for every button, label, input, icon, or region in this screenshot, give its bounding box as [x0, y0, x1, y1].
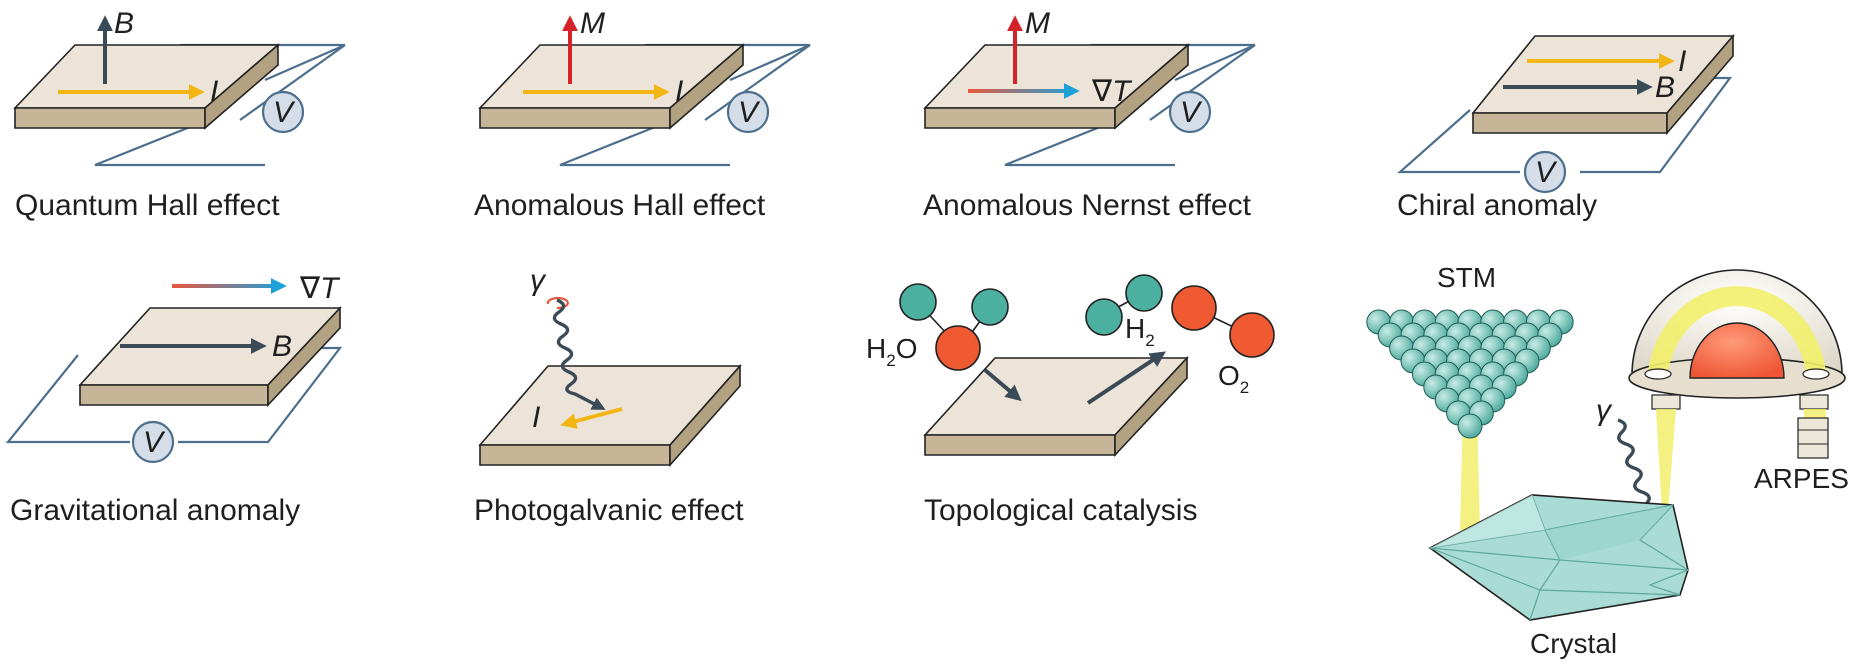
panel-anomalous-nernst: ∇T M V Anomalous Nernst effect — [923, 7, 1256, 222]
slab — [478, 43, 746, 130]
hydrogen-atom — [1125, 274, 1163, 312]
voltmeter-symbol: V — [1535, 156, 1558, 189]
arpes-label: ARPES — [1754, 463, 1849, 494]
field-symbol: B — [1655, 71, 1675, 104]
reactant-arrow — [983, 368, 1022, 402]
caption-gravitational-anomaly: Gravitational anomaly — [10, 494, 300, 527]
voltmeter — [131, 420, 175, 464]
current-symbol: I — [675, 75, 683, 108]
stm-label: STM — [1437, 262, 1496, 293]
photon-wave — [1617, 418, 1659, 532]
oxygen-atom — [1171, 285, 1217, 331]
photon-symbol: γ — [530, 264, 547, 297]
voltmeter — [1523, 150, 1567, 194]
hydrogen-label: H2 — [1125, 313, 1155, 350]
panel-photogalvanic: γ I Photogalvanic effect — [474, 264, 744, 527]
panel-quantum-hall: I B V Quantum Hall effect — [13, 7, 346, 222]
voltmeter-symbol: V — [1180, 96, 1203, 129]
voltmeter — [726, 90, 770, 134]
caption-anomalous-hall: Anomalous Hall effect — [474, 189, 766, 222]
stm-beam — [1460, 410, 1480, 530]
voltmeter — [1168, 90, 1212, 134]
stm-atom — [1457, 413, 1483, 439]
caption-chiral-anomaly: Chiral anomaly — [1397, 189, 1597, 222]
water-label: H2O — [866, 333, 917, 370]
panel-topological-catalysis: H2O H2 O2 Topological catalysis — [866, 274, 1275, 527]
field-symbol: B — [272, 330, 292, 363]
field-symbol: B — [114, 7, 134, 40]
oxygen-atom — [935, 325, 981, 371]
current-arrow — [560, 407, 623, 429]
caption-photogalvanic: Photogalvanic effect — [474, 494, 744, 527]
oxygen-molecule — [1171, 285, 1275, 358]
arpes-analyzer — [1628, 269, 1846, 512]
slab — [923, 355, 1189, 458]
slab — [13, 43, 281, 130]
product-arrow — [1086, 351, 1167, 405]
slab — [478, 363, 742, 468]
stm-tip — [1366, 309, 1574, 439]
hydrogen-atom — [899, 283, 937, 321]
panel-chiral-anomaly: I B V Chiral anomaly — [1397, 33, 1735, 222]
oxygen-label: O2 — [1218, 360, 1249, 397]
magnetization-symbol: M — [580, 7, 605, 40]
hydrogen-atom — [971, 288, 1009, 326]
panel-gravitational-anomaly: ∇T B V Gravitational anomaly — [5, 272, 343, 527]
slab — [78, 305, 342, 408]
hydrogen-atom — [1085, 298, 1123, 336]
current-symbol: I — [532, 401, 540, 434]
caption-anomalous-nernst: Anomalous Nernst effect — [923, 189, 1252, 222]
caption-topological-catalysis: Topological catalysis — [924, 494, 1197, 527]
panel-probes: STM ARPES γ — [1366, 262, 1849, 659]
gradient-symbol: ∇T — [299, 272, 341, 305]
current-symbol: I — [1678, 45, 1686, 78]
slab — [1471, 33, 1735, 136]
hydrogen-molecule — [1085, 274, 1163, 336]
voltmeter-symbol: V — [143, 426, 166, 459]
oxygen-atom — [1229, 312, 1275, 358]
photon-wave — [552, 298, 606, 410]
voltmeter-symbol: V — [738, 96, 761, 129]
circuit-wire — [5, 346, 343, 444]
voltmeter — [261, 90, 305, 134]
photon-symbol: γ — [1596, 394, 1613, 427]
caption-quantum-hall: Quantum Hall effect — [15, 189, 280, 222]
water-molecule — [899, 283, 1009, 371]
voltmeter-symbol: V — [273, 96, 296, 129]
current-symbol: I — [210, 75, 218, 108]
slab — [923, 43, 1191, 130]
panel-anomalous-hall: I M V Anomalous Hall effect — [474, 7, 811, 222]
crystal-label: Crystal — [1530, 628, 1617, 659]
crystal — [1428, 494, 1690, 621]
magnetization-symbol: M — [1025, 7, 1050, 40]
gradient-symbol: ∇T — [1091, 75, 1133, 108]
